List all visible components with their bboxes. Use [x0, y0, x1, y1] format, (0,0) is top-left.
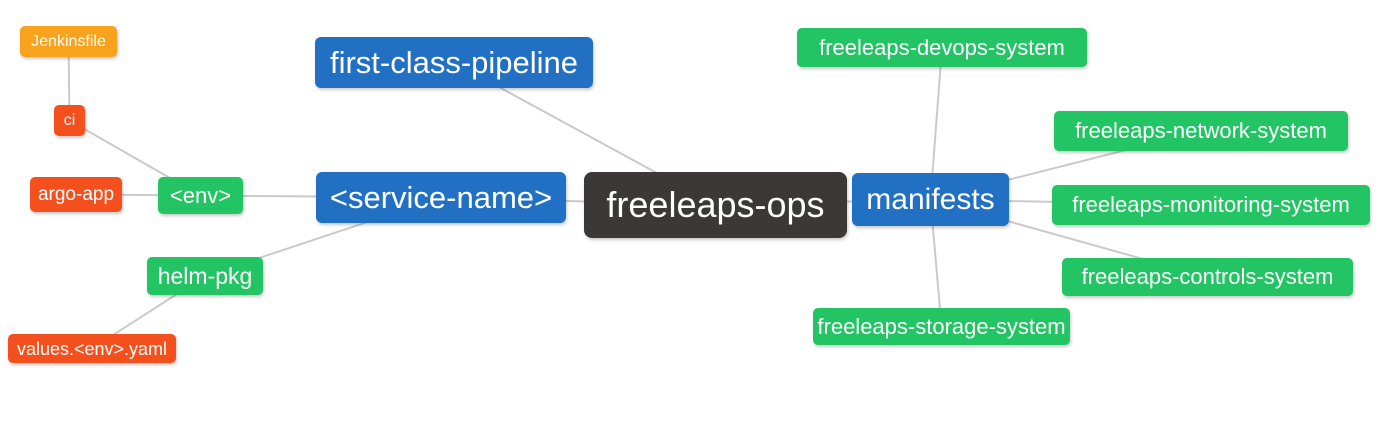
node-jenkinsfile[interactable]: Jenkinsfile: [20, 26, 117, 57]
node-label: <service-name>: [329, 180, 553, 215]
node-monitoring-system[interactable]: freeleaps-monitoring-system: [1052, 185, 1370, 225]
node-label: freeleaps-network-system: [1075, 118, 1327, 143]
node-label: ci: [63, 111, 76, 129]
node-label: freeleaps-devops-system: [819, 34, 1065, 60]
node-label: freeleaps-storage-system: [817, 313, 1066, 339]
node-devops-system[interactable]: freeleaps-devops-system: [797, 28, 1087, 67]
node-ci[interactable]: ci: [54, 105, 85, 136]
node-storage-system[interactable]: freeleaps-storage-system: [813, 308, 1070, 345]
node-manifests[interactable]: manifests: [852, 173, 1009, 226]
node-argo-app[interactable]: argo-app: [30, 177, 122, 212]
node-label: values.<env>.yaml: [16, 338, 168, 359]
node-controls-system[interactable]: freeleaps-controls-system: [1062, 258, 1353, 296]
node-first-class-pipeline[interactable]: first-class-pipeline: [315, 37, 593, 88]
node-label: freeleaps-controls-system: [1081, 264, 1334, 289]
node-helm-pkg[interactable]: helm-pkg: [147, 257, 263, 295]
node-service-name[interactable]: <service-name>: [316, 172, 566, 223]
node-label: freeleaps-monitoring-system: [1072, 192, 1350, 217]
node-label: freeleaps-ops: [606, 184, 825, 225]
node-values-env-yaml[interactable]: values.<env>.yaml: [8, 334, 176, 363]
node-label: first-class-pipeline: [329, 45, 579, 80]
node-network-system[interactable]: freeleaps-network-system: [1054, 111, 1348, 151]
node-label: manifests: [866, 182, 995, 216]
node-label: argo-app: [37, 184, 115, 205]
node-freeleaps-ops[interactable]: freeleaps-ops: [584, 172, 847, 238]
node-label: <env>: [169, 182, 232, 208]
node-label: Jenkinsfile: [31, 32, 106, 50]
node-label: helm-pkg: [157, 262, 253, 289]
node-env[interactable]: <env>: [158, 177, 243, 214]
